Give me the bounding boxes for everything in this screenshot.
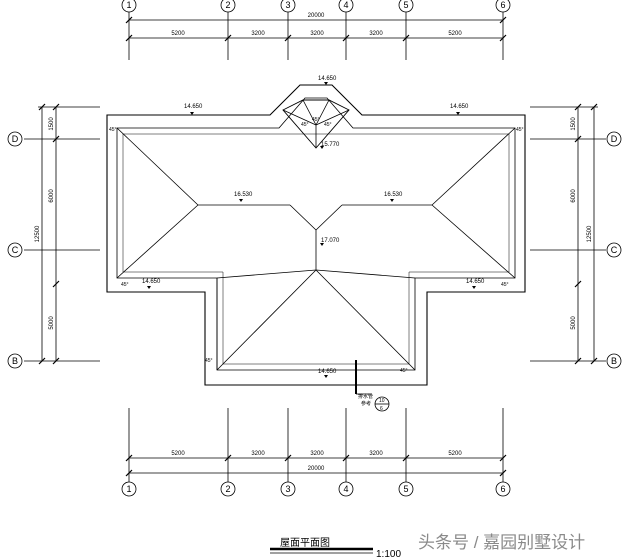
dim-right-5000: 5000 <box>571 316 577 330</box>
dim-left-total: 12500 <box>35 225 41 242</box>
dim-left-1500: 1500 <box>49 117 55 131</box>
axis-bottom-3: 3 <box>285 484 290 494</box>
level-eave-mid-left: 14.650 <box>142 279 161 285</box>
dim-top-3: 3200 <box>310 31 324 37</box>
axis-lines-bottom <box>128 408 504 482</box>
roof-hip-lines <box>116 127 516 371</box>
dim-bottom-5: 5200 <box>448 451 462 457</box>
axis-bottom-5: 5 <box>403 484 408 494</box>
axis-right-D: D <box>611 134 618 144</box>
roof-outline-outer <box>106 84 526 386</box>
axis-left-B: B <box>12 356 18 366</box>
axis-top-4: 4 <box>343 0 348 10</box>
level-eave-top-right: 14.650 <box>450 104 469 110</box>
dim-left-6000: 6000 <box>49 189 55 203</box>
axis-bottom-6: 6 <box>500 484 505 494</box>
axis-top-6: 6 <box>500 0 505 10</box>
angle-label: 45° <box>301 122 309 128</box>
axis-top-1: 1 <box>126 0 131 10</box>
dim-top-total: 20000 <box>308 13 325 19</box>
axis-bottom-1: 1 <box>126 484 131 494</box>
dim-top-4: 3200 <box>369 31 383 37</box>
watermark: 头条号 / 嘉园别墅设计 <box>418 533 585 552</box>
dim-top-5: 5200 <box>448 31 462 37</box>
angle-label: 45° <box>109 127 117 133</box>
dim-bottom-4: 3200 <box>369 451 383 457</box>
angle-label: 45° <box>205 358 213 364</box>
angle-label: 45° <box>324 122 332 128</box>
callout-text-a: 排水管 <box>358 393 373 400</box>
callout-num-top: 10 <box>379 398 385 404</box>
level-eave-top-left: 14.650 <box>184 104 203 110</box>
drawing-scale: 1:100 <box>376 549 401 560</box>
level-markers <box>147 82 476 378</box>
angle-label: 45° <box>501 282 509 288</box>
axis-right-C: C <box>611 245 618 255</box>
angle-label: 45° <box>400 368 408 374</box>
dim-top-1: 5200 <box>171 31 185 37</box>
angle-label: 45° <box>516 127 524 133</box>
dim-right-6000: 6000 <box>571 189 577 203</box>
axis-right-B: B <box>611 356 617 366</box>
dim-right-total: 12500 <box>587 225 593 242</box>
dim-bottom-total: 20000 <box>308 466 325 472</box>
level-hip-left: 16.530 <box>234 192 253 198</box>
axis-left-C: C <box>12 245 19 255</box>
drawing-title: 屋面平面图 <box>280 537 330 549</box>
dim-right-1500: 1500 <box>571 117 577 131</box>
angle-label: 45° <box>312 117 320 123</box>
axis-top-2: 2 <box>225 0 230 10</box>
level-bay-ridge: 15.770 <box>321 142 340 148</box>
axis-top-3: 3 <box>285 0 290 10</box>
dim-bottom-3: 3200 <box>310 451 324 457</box>
dim-left-5000: 5000 <box>49 316 55 330</box>
callout-text-b: 参考 <box>361 400 371 407</box>
dim-top-2: 3200 <box>251 31 265 37</box>
bay-roof <box>282 99 350 149</box>
level-ridge-center: 17.070 <box>321 238 340 244</box>
callout-num-bottom: 6 <box>380 406 383 412</box>
axis-top-5: 5 <box>403 0 408 10</box>
axis-bottom-4: 4 <box>343 484 348 494</box>
level-eave-bottom: 14.650 <box>318 369 337 375</box>
level-hip-right: 16.530 <box>384 192 403 198</box>
axis-left-D: D <box>12 134 19 144</box>
angle-label: 45° <box>121 282 129 288</box>
axis-bottom-2: 2 <box>225 484 230 494</box>
dim-bottom-2: 3200 <box>251 451 265 457</box>
axis-bubbles <box>7 0 622 497</box>
dim-bottom-1: 5200 <box>171 451 185 457</box>
level-bay-top: 14.650 <box>318 76 337 82</box>
level-eave-mid-right: 14.650 <box>466 279 485 285</box>
